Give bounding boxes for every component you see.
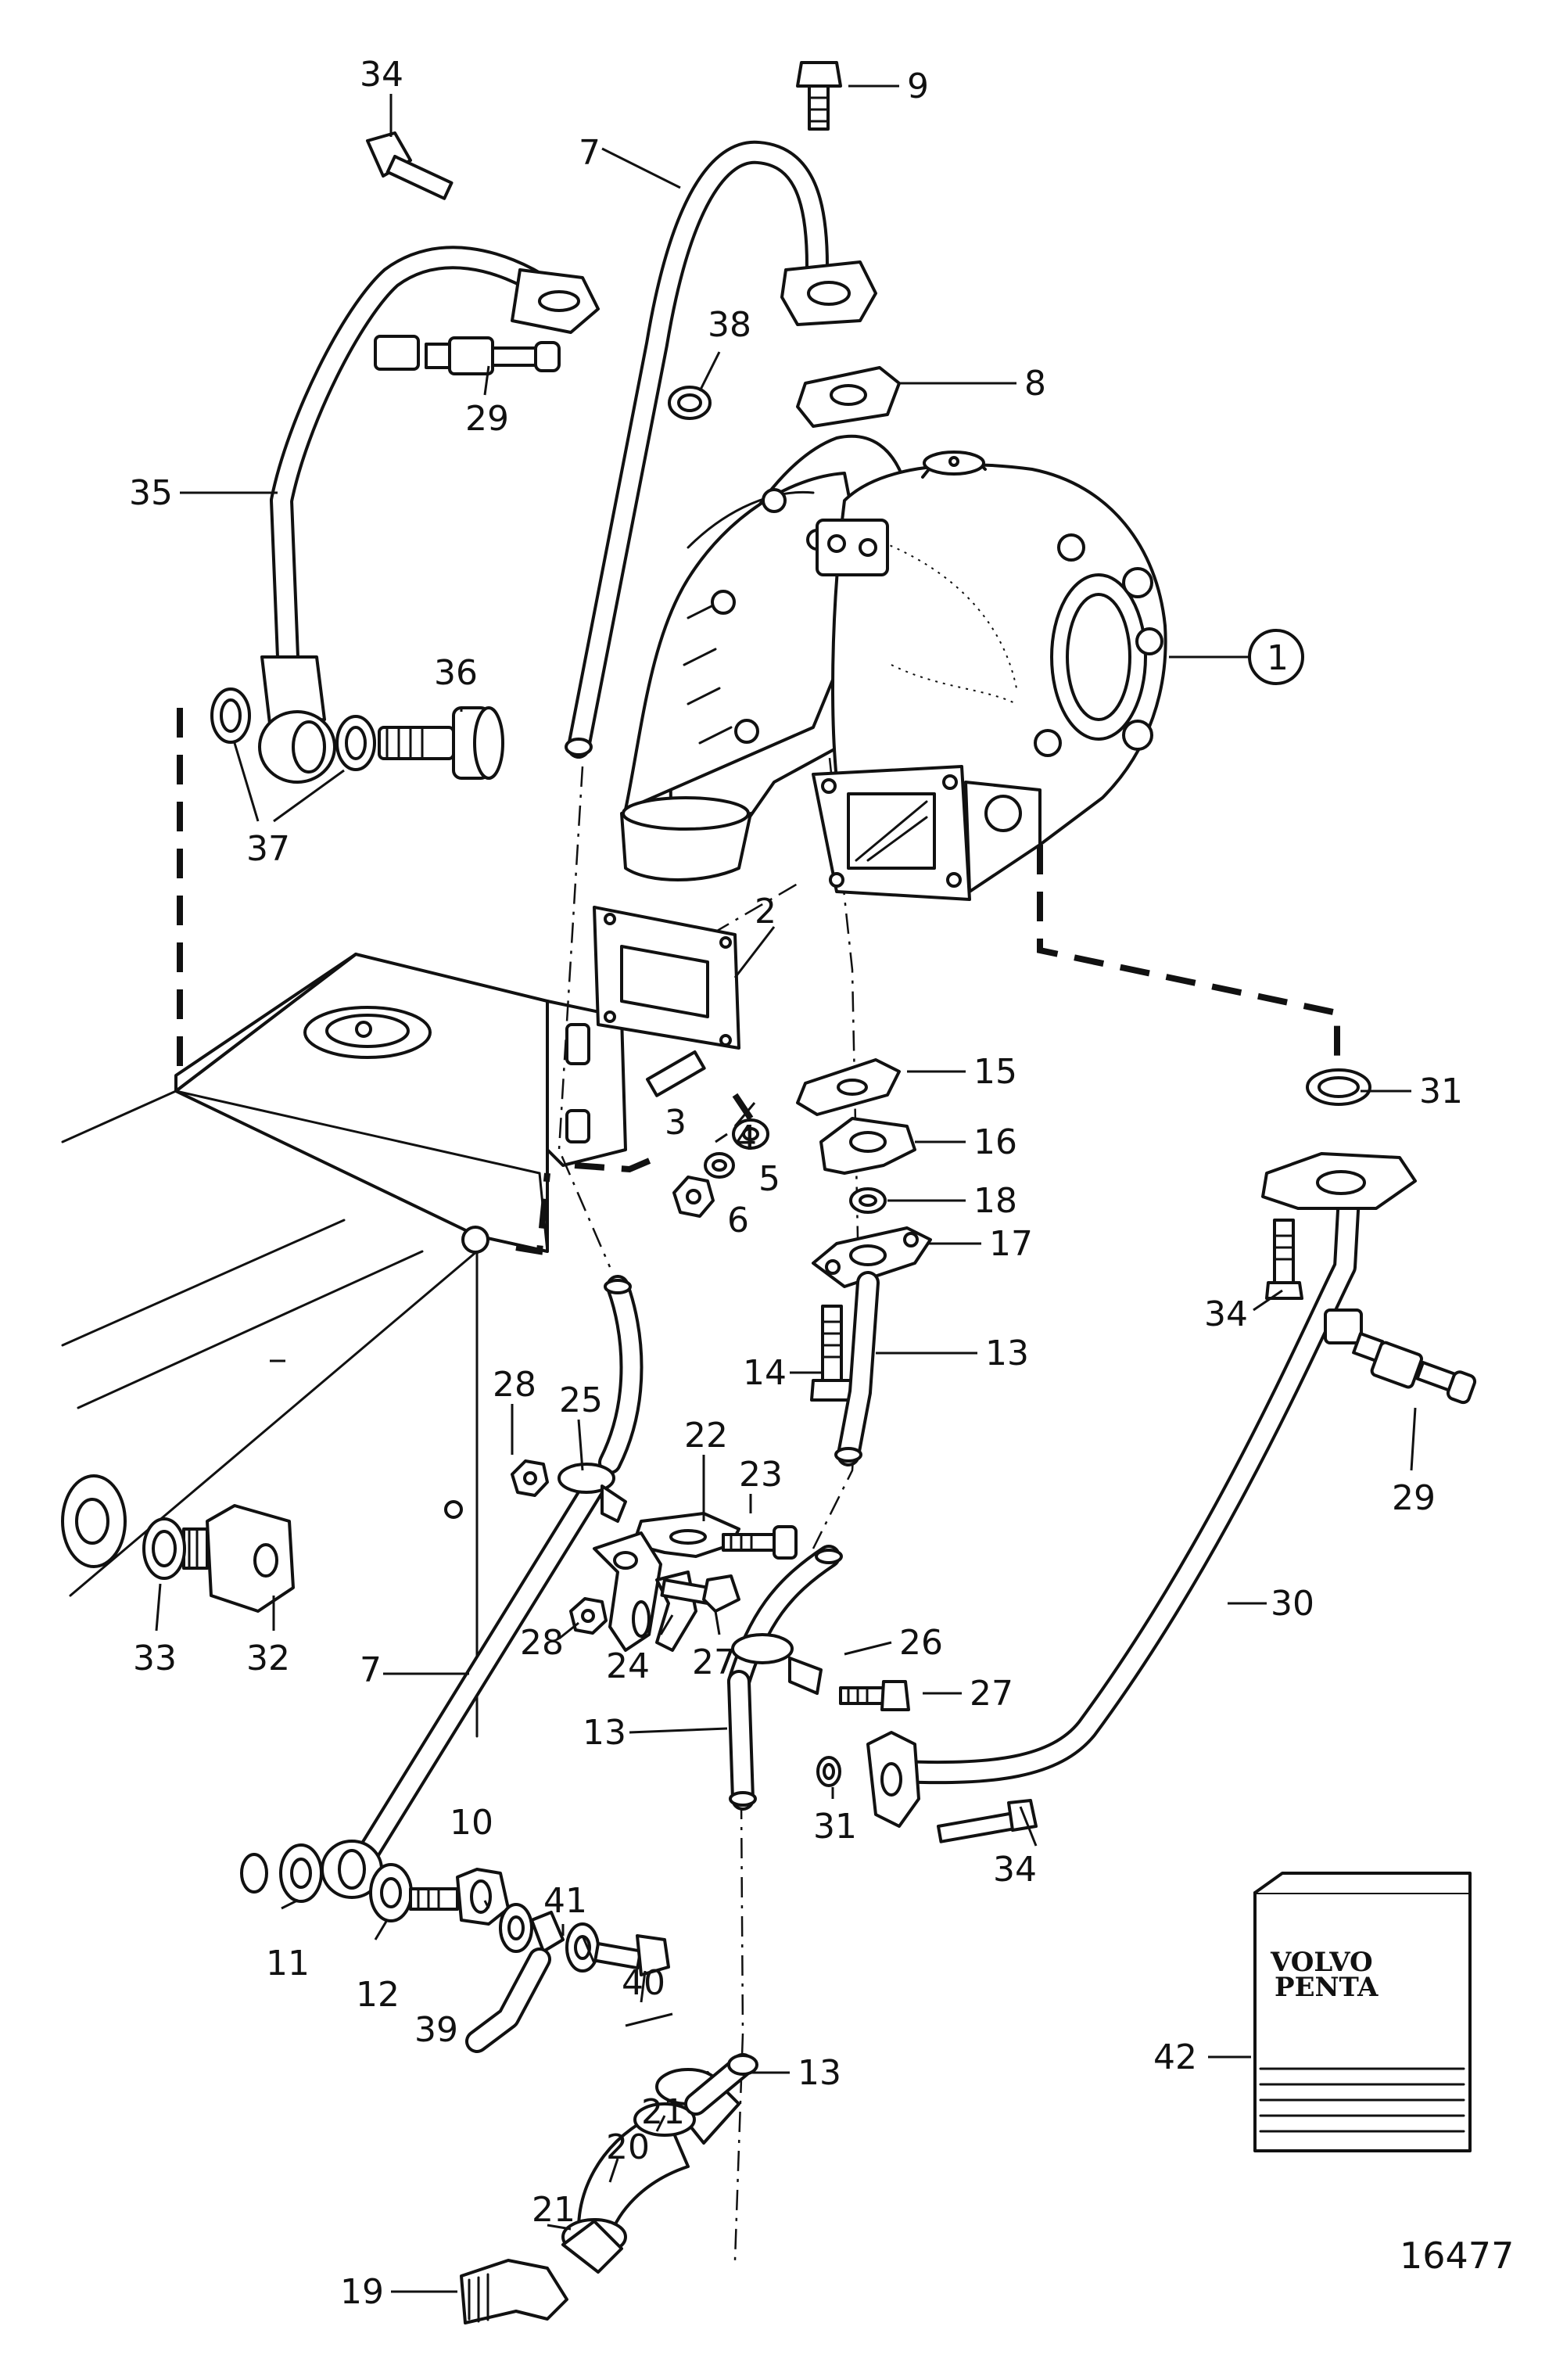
callout-29-left: 29 [465, 399, 509, 439]
callout-30: 30 [1271, 1584, 1314, 1624]
callout-3: 3 [665, 1103, 687, 1143]
callout-32: 32 [246, 1639, 290, 1678]
cable-eye-39 [530, 1911, 565, 1953]
callout-27-upper: 27 [692, 1642, 736, 1682]
callout-27-lower: 27 [970, 1674, 1013, 1714]
callout-42: 42 [1153, 2037, 1197, 2077]
callout-34-right: 34 [1204, 1294, 1248, 1334]
callout-6: 6 [727, 1201, 749, 1240]
washer-11-outer [240, 1853, 268, 1894]
bolt-23 [722, 1525, 798, 1560]
bolt-34-top [366, 131, 454, 200]
callout-35: 35 [129, 473, 173, 513]
callout-19: 19 [340, 2272, 384, 2312]
oil-pipe-35 [270, 246, 559, 669]
elbow-fitting-19 [460, 2259, 568, 2324]
engine-block [61, 953, 627, 1738]
callout-33: 33 [133, 1639, 177, 1678]
hose-clamp-21-upper [633, 2102, 696, 2137]
bolt-27-upper [660, 1574, 740, 1613]
bolt-40 [593, 1934, 670, 1976]
leader-lines [155, 84, 1417, 2293]
callout-13-upper: 13 [985, 1334, 1029, 1373]
turbocharger [620, 434, 1167, 901]
centerline-a [558, 766, 611, 1268]
callout-7-lower: 7 [360, 1650, 382, 1690]
callout-12: 12 [356, 1975, 400, 2015]
banjo-fitting-37 [260, 655, 326, 725]
figure-number: 16477 [1400, 2235, 1514, 2277]
stud-3 [646, 1050, 706, 1097]
callout-29-right: 29 [1392, 1478, 1436, 1518]
callout-15: 15 [973, 1052, 1017, 1092]
nipple-29-right [1352, 1331, 1477, 1405]
callout-8: 8 [1024, 364, 1046, 404]
callout-13-middle: 13 [583, 1713, 626, 1753]
callout-11: 11 [266, 1944, 310, 1983]
brand-line-volvo: VOLVO [1270, 1947, 1373, 1978]
gasket-2 [593, 906, 740, 1050]
centerline-c [733, 1798, 744, 2261]
hose-clamp-26 [731, 1633, 823, 1695]
callout-28-lower: 28 [520, 1623, 564, 1663]
callout-7-upper: 7 [579, 133, 601, 173]
callout-13-lower: 13 [798, 2053, 841, 2093]
manual-42: VOLVO PENTA [1253, 1872, 1472, 2152]
callout-31-bottom: 31 [813, 1807, 857, 1847]
callout-22: 22 [684, 1416, 728, 1456]
callout-1-circle [1248, 629, 1304, 685]
callout-10: 10 [450, 1803, 493, 1843]
callout-5: 5 [758, 1159, 780, 1199]
callout-18: 18 [973, 1181, 1017, 1221]
callout-9: 9 [907, 66, 929, 106]
pipe-boss-30 [1324, 1308, 1363, 1344]
nut-33-block [61, 1474, 127, 1568]
callout-labels: 1 2 3 4 5 6 7 7 8 9 10 11 12 13 13 13 14… [129, 55, 1463, 2312]
banjo-bolt-36 [378, 706, 504, 780]
callout-16: 16 [973, 1122, 1017, 1162]
callout-25: 25 [559, 1380, 603, 1420]
callout-38: 38 [708, 305, 751, 345]
callout-21-upper: 21 [641, 2092, 685, 2132]
callout-20: 20 [606, 2127, 650, 2167]
callout-4: 4 [735, 1118, 757, 1158]
callout-26: 26 [899, 1623, 943, 1663]
adapter-32 [182, 1504, 295, 1613]
callout-31-top: 31 [1419, 1072, 1463, 1111]
banjo-bolt-10 [409, 1868, 510, 1926]
callout-36: 36 [434, 653, 478, 693]
callout-21-lower: 21 [532, 2190, 575, 2230]
callout-24: 24 [606, 1646, 650, 1686]
callout-14: 14 [743, 1353, 787, 1393]
callout-40: 40 [622, 1963, 665, 2003]
bracket-24 [593, 1531, 662, 1652]
brand-line-penta: PENTA [1275, 1972, 1379, 2003]
callout-1: 1 [1267, 638, 1289, 678]
callout-34-top: 34 [360, 55, 403, 95]
bolt-14 [810, 1305, 854, 1402]
callout-41: 41 [543, 1881, 587, 1921]
bolt-9 [796, 61, 842, 131]
pipe-boss-35 [374, 335, 420, 371]
connection-line-right [1037, 845, 1340, 1056]
callout-37: 37 [246, 829, 290, 869]
bolt-34-right [1265, 1219, 1303, 1300]
connection-line-block [515, 1172, 550, 1255]
callout-28-upper: 28 [493, 1365, 536, 1405]
callout-39: 39 [414, 2010, 458, 2050]
callout-23: 23 [739, 1455, 783, 1495]
bolt-34-bottom [936, 1799, 1038, 1843]
bolt-27-lower [839, 1680, 910, 1711]
hose-clamp-25 [558, 1463, 627, 1523]
callout-34-bottom: 34 [993, 1850, 1037, 1890]
nipple-29-left [425, 336, 561, 375]
callout-17: 17 [989, 1224, 1033, 1264]
callout-2: 2 [755, 892, 776, 932]
